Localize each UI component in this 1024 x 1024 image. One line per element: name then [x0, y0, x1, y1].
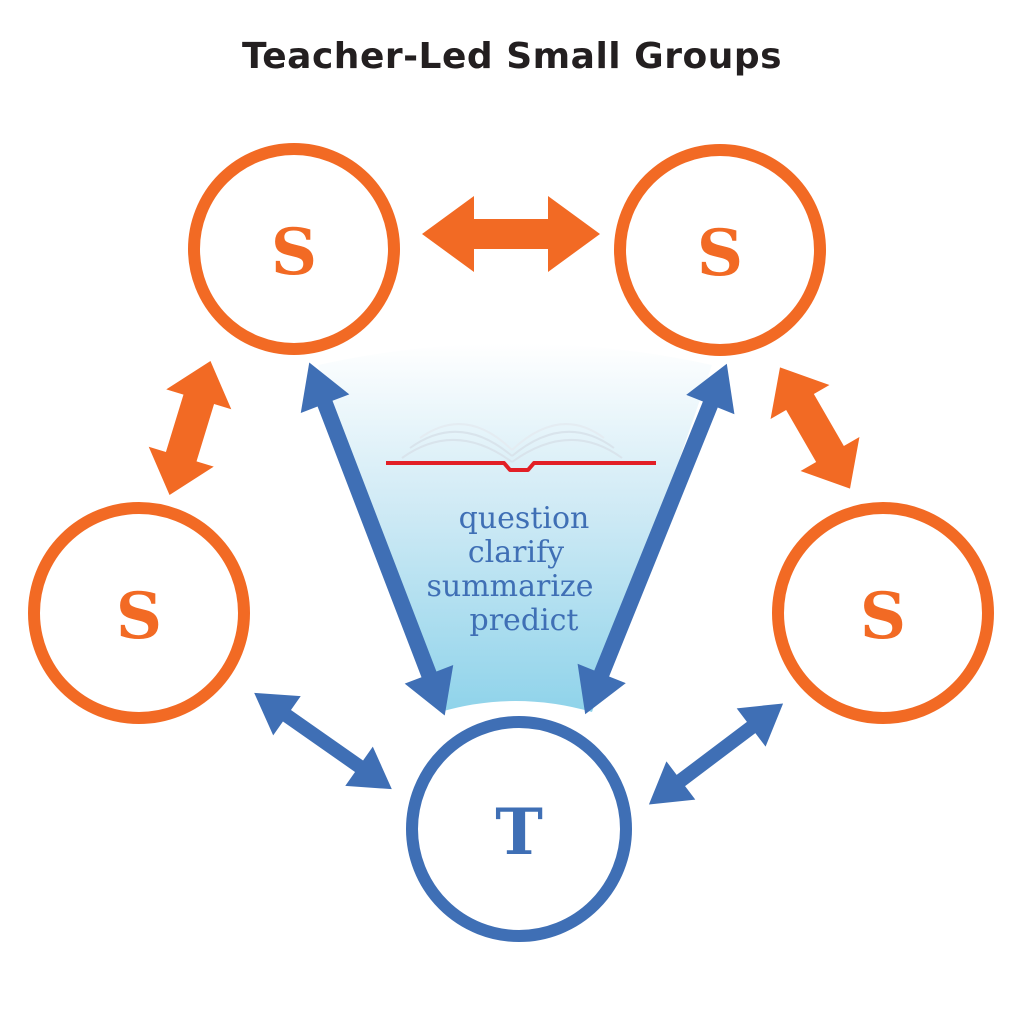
student-label: S [860, 579, 906, 654]
student-node-right: S [772, 502, 994, 724]
arrow-teacher-top-left [300, 362, 454, 716]
student-label: S [697, 216, 743, 291]
strategy-question: question [459, 501, 590, 536]
arrow-teacher-right [648, 703, 784, 805]
arrow-right-students [770, 367, 860, 489]
arrow-left-students [148, 361, 232, 495]
arrow-teacher-left [254, 692, 392, 790]
strategy-clarify: clarify [468, 535, 564, 570]
student-node-left: S [28, 502, 250, 724]
student-label: S [116, 579, 162, 654]
arrow-top-students [422, 196, 600, 272]
teacher-label: T [495, 795, 543, 870]
strategy-summarize: summarize [427, 569, 594, 604]
student-node-top-left: S [188, 143, 400, 355]
arrow-teacher-top-right [577, 363, 735, 715]
student-node-top-right: S [614, 144, 826, 356]
open-book-icon [386, 423, 656, 472]
teacher-node: T [406, 716, 632, 942]
page-title: Teacher-Led Small Groups [241, 36, 783, 77]
student-label: S [271, 215, 317, 290]
strategy-predict: predict [470, 603, 579, 638]
